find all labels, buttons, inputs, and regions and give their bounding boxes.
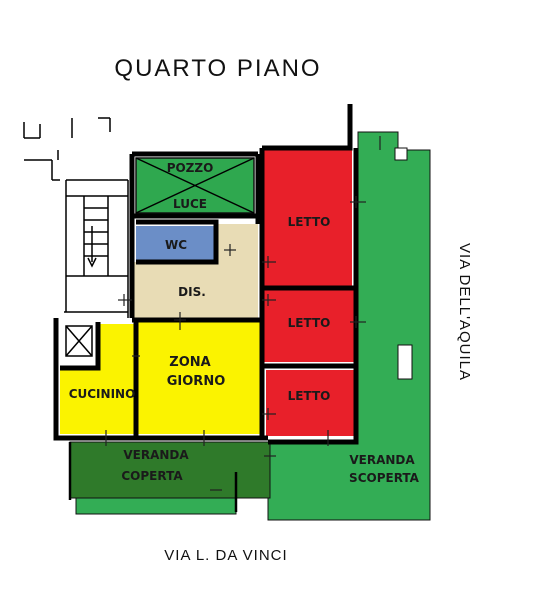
wall-notch <box>397 344 413 380</box>
staircase <box>23 117 129 357</box>
wall-notch <box>394 147 408 161</box>
light-well-cross <box>135 157 255 214</box>
letto-1-area <box>264 150 352 286</box>
veranda-coperta-label: COPERTA <box>121 469 183 483</box>
pozzo-luce-label: LUCE <box>173 197 207 211</box>
veranda-scoperta-label: SCOPERTA <box>349 471 420 485</box>
veranda-strip <box>75 497 237 515</box>
disimpegno-area <box>132 224 258 318</box>
walls <box>53 104 359 512</box>
letto-3-area <box>266 370 354 436</box>
veranda-coperta-label: VERANDA <box>123 448 189 462</box>
wc-label: WC <box>165 238 187 252</box>
zona-giorno-label: ZONA <box>169 355 210 370</box>
letto-1-label: LETTO <box>288 215 331 229</box>
street-label-right: VIA DELL'AQUILA <box>456 243 473 381</box>
veranda-scoperta-label: VERANDA <box>349 453 415 467</box>
wc-area <box>136 226 216 262</box>
letto-2-label: LETTO <box>288 316 331 330</box>
pozzo-luce-label: POZZO <box>167 161 214 175</box>
floor-title: QUARTO PIANO <box>114 55 321 82</box>
zona-giorno-label: GIORNO <box>167 374 226 389</box>
door-marks <box>105 136 381 491</box>
letto-3-label: LETTO <box>288 389 331 403</box>
street-label-bottom: VIA L. DA VINCI <box>164 547 287 564</box>
letto-2-area <box>264 290 354 362</box>
zona-giorno-area <box>136 322 260 434</box>
disimpegno-label: DIS. <box>178 285 206 299</box>
cucinino-label: CUCININO <box>69 387 136 401</box>
cucinino-area <box>60 324 136 434</box>
